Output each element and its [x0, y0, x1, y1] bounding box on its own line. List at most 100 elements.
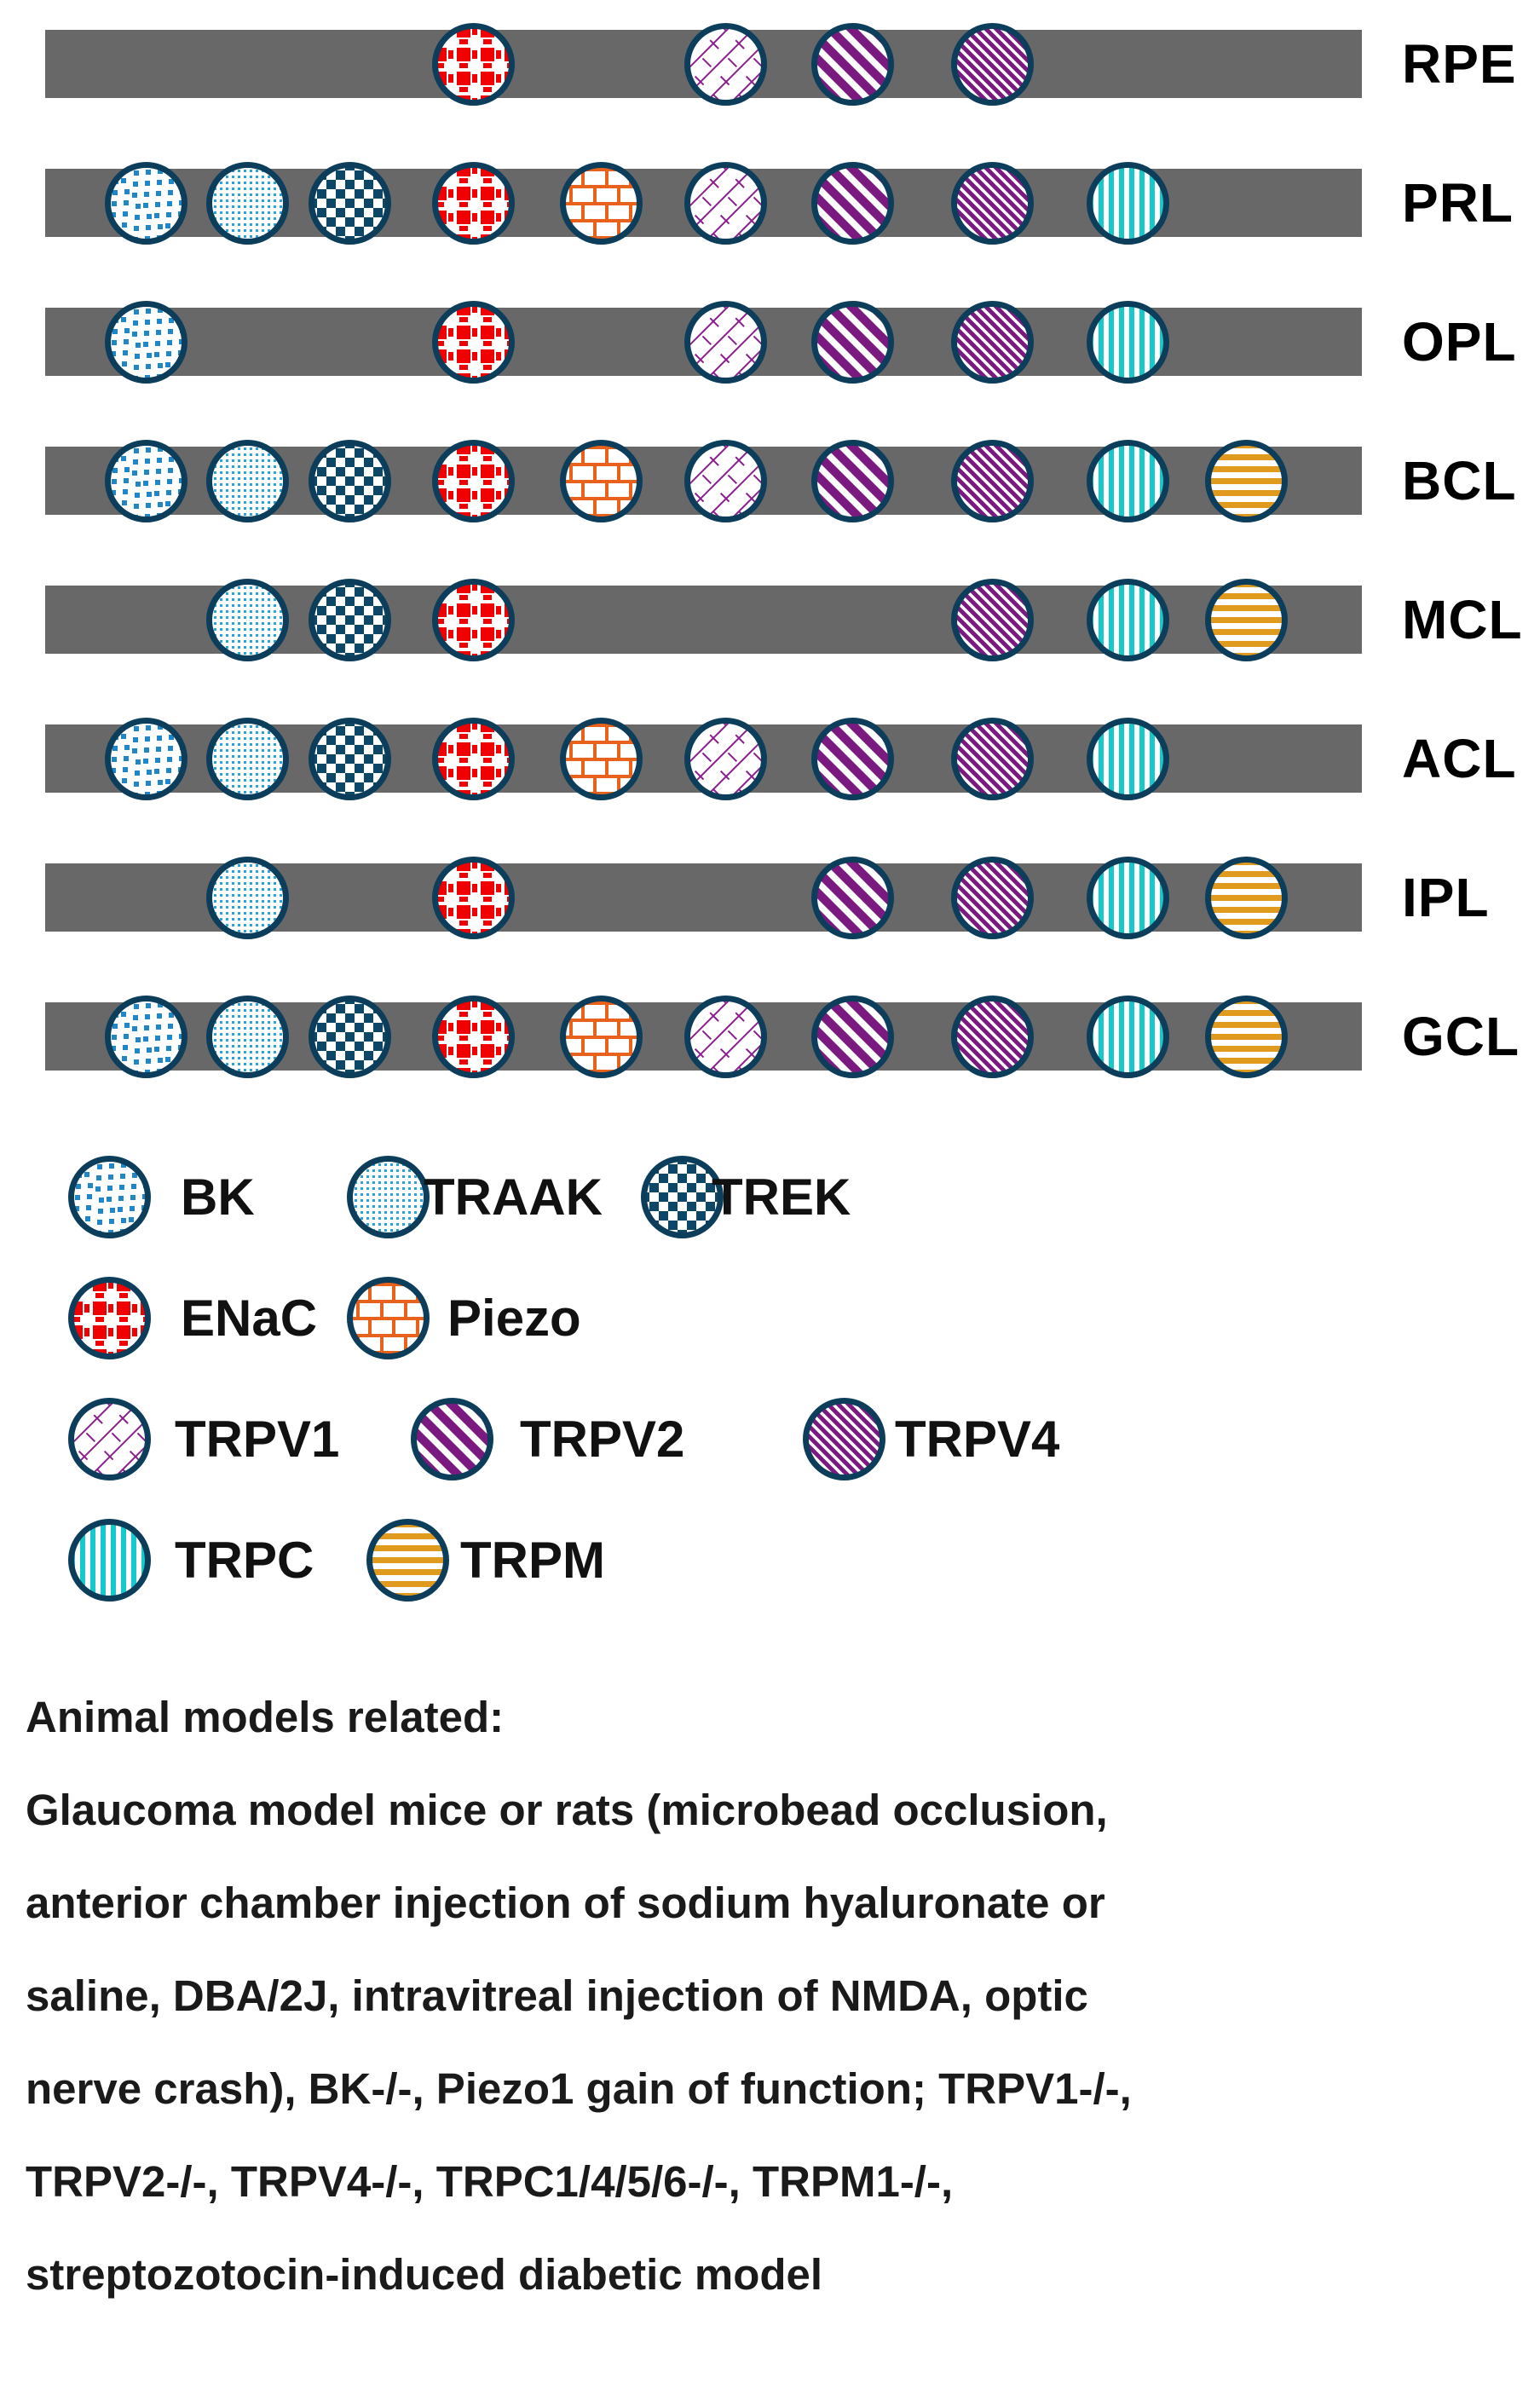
channel-trpv1-icon — [683, 22, 768, 107]
channel-traak-icon — [205, 995, 290, 1079]
channel-piezo-icon — [346, 1276, 430, 1360]
channel-trpv2-icon — [410, 1397, 494, 1481]
channel-enac-icon — [431, 856, 516, 940]
channel-trek-icon — [308, 578, 392, 662]
legend-item-piezo: Piezo — [346, 1276, 670, 1360]
legend-item-trpv1: TRPV1 — [67, 1397, 397, 1481]
legend-item-traak: TRAAK — [346, 1155, 646, 1239]
channel-bk-icon — [104, 300, 188, 384]
channel-trpv2-icon — [810, 717, 895, 801]
layer-label: RPE — [1402, 33, 1517, 95]
legend-label: ENaC — [181, 1290, 318, 1347]
channel-piezo-icon — [559, 995, 643, 1079]
channel-enac-icon — [431, 995, 516, 1079]
notes-line: saline, DBA/2J, intravitreal injection o… — [26, 1971, 1088, 2020]
channel-trpc-icon — [1086, 161, 1170, 245]
channel-traak-icon — [205, 161, 290, 245]
channel-trpc-icon — [1086, 995, 1170, 1079]
notes-line: streptozotocin-induced diabetic model — [26, 2250, 823, 2299]
channel-trpc-icon — [67, 1518, 152, 1602]
channel-trpv4-icon — [950, 300, 1035, 384]
notes-line: TRPV2-/-, TRPV4-/-, TRPC1/4/5/6-/-, TRPM… — [26, 2157, 954, 2206]
channel-trek-icon — [308, 995, 392, 1079]
channel-trpc-icon — [1086, 439, 1170, 523]
channel-trpm-icon — [366, 1518, 450, 1602]
channel-trpm-icon — [1204, 578, 1289, 662]
channel-enac-icon — [431, 300, 516, 384]
legend-item-bk: BK — [67, 1155, 403, 1239]
channel-traak-icon — [346, 1155, 430, 1239]
channel-trpv2-icon — [810, 300, 895, 384]
legend-label: TREK — [712, 1169, 851, 1226]
channel-trpc-icon — [1086, 300, 1170, 384]
channel-trpm-icon — [1204, 439, 1289, 523]
channel-enac-icon — [67, 1276, 152, 1360]
channel-traak-icon — [205, 578, 290, 662]
legend-item-trpv4: TRPV4 — [802, 1397, 1117, 1481]
channel-trek-icon — [308, 161, 392, 245]
channel-piezo-icon — [559, 161, 643, 245]
legend-label: TRPV4 — [895, 1411, 1060, 1468]
layer-label: IPL — [1402, 867, 1490, 928]
channel-enac-icon — [431, 717, 516, 801]
layer-label: PRL — [1402, 172, 1514, 234]
channel-trpv2-icon — [810, 161, 895, 245]
channel-trpv2-icon — [810, 995, 895, 1079]
notes-line: anterior chamber injection of sodium hya… — [26, 1879, 1105, 1927]
legend-item-trek: TREK — [640, 1155, 934, 1239]
channel-trpv1-icon — [683, 161, 768, 245]
layer-label: BCL — [1402, 450, 1517, 511]
channel-trpv4-icon — [950, 161, 1035, 245]
channel-trpv4-icon — [950, 578, 1035, 662]
channel-trpv4-icon — [950, 717, 1035, 801]
channel-trpv4-icon — [950, 856, 1035, 940]
channel-enac-icon — [431, 22, 516, 107]
channel-trpc-icon — [1086, 717, 1170, 801]
channel-trpm-icon — [1204, 856, 1289, 940]
legend-label: TRPC — [175, 1532, 314, 1589]
legend-label: TRAAK — [424, 1169, 603, 1226]
channel-trpv2-icon — [810, 439, 895, 523]
legend-item-trpm: TRPM — [366, 1518, 683, 1602]
legend-label: TRPM — [460, 1532, 605, 1589]
legend-label: Piezo — [447, 1290, 581, 1347]
notes-heading: Animal models related: — [26, 1693, 505, 1741]
channel-bk-icon — [104, 717, 188, 801]
legend-item-trpv2: TRPV2 — [410, 1397, 742, 1481]
channel-trpv1-icon — [683, 995, 768, 1079]
legend-item-enac: ENaC — [67, 1276, 403, 1360]
channel-piezo-icon — [559, 717, 643, 801]
channel-trpv4-icon — [950, 22, 1035, 107]
channel-bk-icon — [67, 1155, 152, 1239]
legend-label: TRPV1 — [175, 1411, 340, 1468]
channel-trpv1-icon — [683, 717, 768, 801]
channel-traak-icon — [205, 856, 290, 940]
channel-piezo-icon — [559, 439, 643, 523]
animal-models-notes: Animal models related: Glaucoma model mi… — [26, 1671, 1526, 2321]
channel-trpv2-icon — [810, 22, 895, 107]
channel-enac-icon — [431, 439, 516, 523]
channel-trek-icon — [640, 1155, 724, 1239]
layer-label: MCL — [1402, 589, 1523, 650]
legend-item-trpc: TRPC — [67, 1518, 397, 1602]
channel-trpc-icon — [1086, 856, 1170, 940]
layer-label: GCL — [1402, 1006, 1520, 1067]
channel-trpv4-icon — [802, 1397, 886, 1481]
channel-trpv2-icon — [810, 856, 895, 940]
layer-label: ACL — [1402, 728, 1517, 789]
channel-trek-icon — [308, 717, 392, 801]
channel-trpc-icon — [1086, 578, 1170, 662]
layer-label: OPL — [1402, 311, 1517, 372]
channel-enac-icon — [431, 578, 516, 662]
channel-trpv1-icon — [67, 1397, 152, 1481]
channel-trpm-icon — [1204, 995, 1289, 1079]
notes-line: Glaucoma model mice or rats (microbead o… — [26, 1786, 1108, 1834]
channel-trpv1-icon — [683, 439, 768, 523]
channel-bk-icon — [104, 161, 188, 245]
retina-channel-diagram: RPE PRL OPL BCL MCL ACL IPL GCL BK TRAAK TREK ENaC… — [45, 22, 1523, 1602]
notes-line: nerve crash), BK-/-, Piezo1 gain of func… — [26, 2064, 1132, 2113]
channel-enac-icon — [431, 161, 516, 245]
channel-trek-icon — [308, 439, 392, 523]
channel-trpv1-icon — [683, 300, 768, 384]
channel-traak-icon — [205, 717, 290, 801]
